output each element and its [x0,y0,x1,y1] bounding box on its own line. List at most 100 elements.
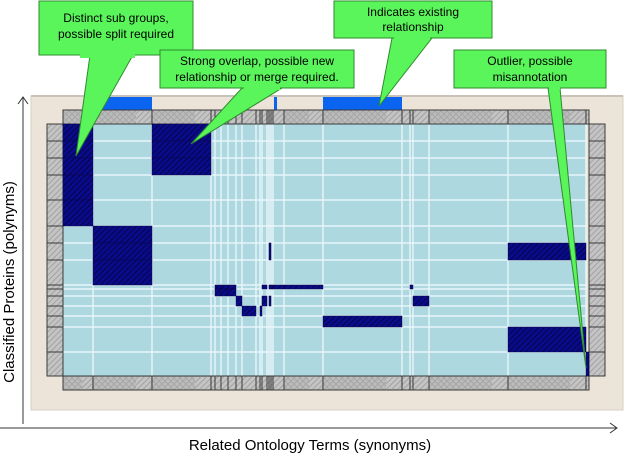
matched-cell [268,242,272,261]
matched-cell [322,315,403,328]
column-header-hatch [195,111,210,123]
column-footer-cell [241,375,257,391]
callout-split-box [38,0,194,56]
matched-cell [92,225,153,244]
callout-existing-line1: Indicates existing [367,5,459,19]
axes: Related Ontology Terms (synonyms) Classi… [0,96,618,454]
callout-outlier: Outlier, possible misannotation [453,49,607,369]
column-header-cell [255,109,261,125]
y-axis-label: Classified Proteins (polynyms) [1,181,18,383]
column-footer-cell [412,375,430,391]
column-header-cell [272,109,285,125]
column-footer-cell [220,375,229,391]
callout-merge-box [159,49,355,89]
matched-cell [270,284,274,290]
column-highlight-bar [274,97,277,110]
row-header-cell [46,351,64,377]
column-footer-cell [235,375,243,391]
row-header-cell [46,315,64,328]
matched-cell [220,284,229,290]
column-footer-cell [210,375,216,391]
matched-cell [268,295,272,307]
column-footers [62,375,590,391]
row-header-cell [588,288,606,297]
row-header-cell [588,242,606,261]
callout-outlier-box [453,49,607,89]
row-header-cell [46,140,64,159]
column-footer-hatch [82,377,92,389]
x-axis-arrow-icon [609,422,618,434]
callout-existing: Indicates existing relationship [333,0,493,107]
column-footer-hatch [386,377,401,389]
column-header-hatch [492,111,507,123]
row-header-cell [588,295,606,307]
row-header-cell [588,259,606,286]
row-header-cell [46,157,64,176]
matched-cell [151,140,212,159]
matched-cell [261,295,268,307]
callout-outlier-line2: misannotation [493,70,568,84]
matched-cell [227,284,237,290]
row-header-cell [46,295,64,307]
matched-cell [235,295,243,307]
row-header-cell [588,123,606,142]
row-header-cell [588,225,606,244]
column-header-cell [401,109,411,125]
row-header-cell [588,351,606,377]
column-highlight-bar [323,97,402,110]
matched-cell [283,284,324,290]
row-header-cell [588,140,606,159]
matched-cell [92,242,153,261]
callout-merge: Strong overlap, possible new relationshi… [159,49,355,145]
column-header-hatch [570,111,585,123]
callout-existing-box [333,0,493,39]
column-header-cell [585,109,590,125]
column-header-hatch [309,111,322,123]
callout-merge-line1: Strong overlap, possible new [180,54,334,68]
column-footer-hatch [309,377,322,389]
matched-cell [507,242,587,261]
row-header-cell [46,242,64,261]
row-headers-left [46,123,64,377]
column-footer-cell [255,375,261,391]
column-footer-cell [227,375,237,391]
matched-cell [214,288,222,297]
matrix-gridlines [62,123,590,377]
row-header-cell [588,199,606,227]
matched-cell [62,157,94,176]
column-footer-hatch [136,377,151,389]
matched-cell [151,157,212,176]
matched-cell [272,284,285,290]
column-footer-hatch [195,377,210,389]
matched-cell [585,351,590,377]
row-header-cell [588,305,606,317]
row-header-cell [46,284,64,290]
column-footer-hatch [570,377,585,389]
row-header-cell [588,284,606,290]
matched-cell [261,284,268,290]
column-footer-hatch [492,377,507,389]
row-header-cell [46,225,64,244]
matched-cell [412,295,430,307]
column-footer-cell [585,375,590,391]
matched-cells [62,123,590,377]
row-header-cell [46,259,64,286]
row-header-cell [46,326,64,353]
callout-split-line1: Distinct sub groups, [63,11,168,25]
row-header-cell [588,315,606,328]
callout-existing-line2: relationship [382,20,444,34]
matched-cell [268,284,272,290]
column-header-cell [412,109,430,125]
column-footer-cell [214,375,222,391]
column-header-cell [241,109,257,125]
matched-cell [214,284,222,290]
row-header-cell [588,326,606,353]
matched-cell [507,326,587,353]
callout-split-line2: possible split required [58,27,174,41]
x-axis-label: Related Ontology Terms (synonyms) [189,437,431,454]
matched-cell [92,259,153,286]
column-headers [62,109,590,125]
matched-cell [62,199,94,227]
row-header-cell [588,157,606,176]
